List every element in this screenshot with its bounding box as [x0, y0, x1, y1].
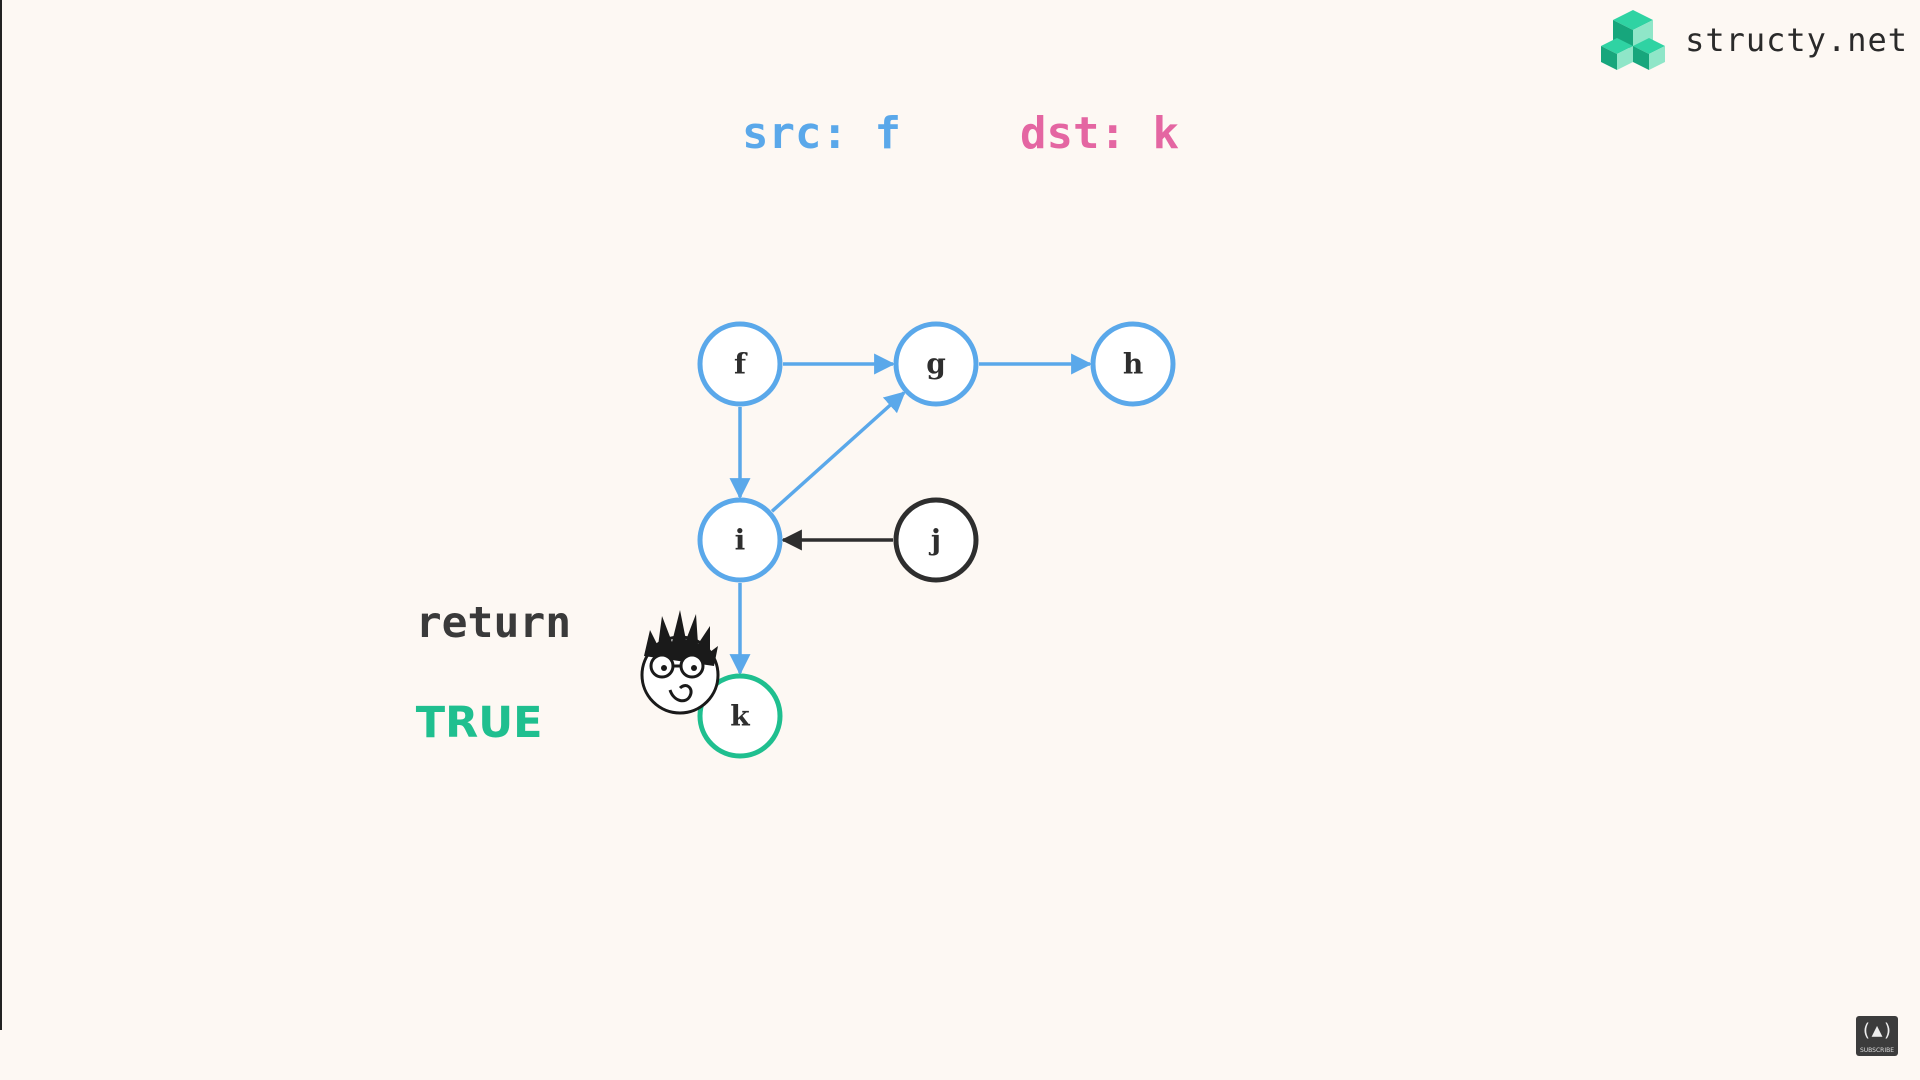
node-label-j: j: [928, 524, 941, 557]
node-circle-j: [893, 497, 979, 583]
node-label-f: f: [734, 348, 748, 381]
return-value: TRUE: [415, 698, 543, 748]
problem-header: src: f dst: k: [0, 108, 1920, 168]
node-circle-h: [1090, 321, 1176, 407]
node-circle-g: [893, 321, 979, 407]
edge-i-g: [770, 391, 906, 513]
subscribe-label: SUBSCRIBE: [1859, 1047, 1895, 1054]
node-j: j: [893, 497, 979, 583]
thinking-character-icon: [640, 610, 720, 715]
fire-logo-icon: (▲): [1860, 1020, 1894, 1041]
subscribe-badge[interactable]: (▲) SUBSCRIBE: [1856, 1016, 1898, 1056]
brand[interactable]: structy.net: [1597, 8, 1908, 72]
node-circle-i: [697, 497, 783, 583]
node-circle-k: [697, 673, 783, 759]
brand-name: structy.net: [1685, 21, 1908, 59]
node-label-g: g: [926, 348, 946, 381]
return-keyword: return: [415, 598, 572, 648]
node-k: k: [697, 673, 783, 759]
stacked-blocks-icon: [1601, 10, 1666, 70]
node-label-i: i: [735, 524, 746, 557]
node-label-h: h: [1123, 348, 1143, 381]
left-edge-rule: [0, 0, 2, 1030]
node-h: h: [1090, 321, 1176, 407]
node-label-k: k: [730, 700, 750, 733]
node-circle-f: [697, 321, 783, 407]
node-f: f: [697, 321, 783, 407]
dst-label: dst: k: [1020, 108, 1179, 159]
node-g: g: [893, 321, 979, 407]
node-i: i: [697, 497, 783, 583]
graph-diagram: f g h i j k: [640, 321, 1176, 759]
result-text: return TRUE: [364, 548, 571, 748]
src-label: src: f: [742, 108, 901, 159]
